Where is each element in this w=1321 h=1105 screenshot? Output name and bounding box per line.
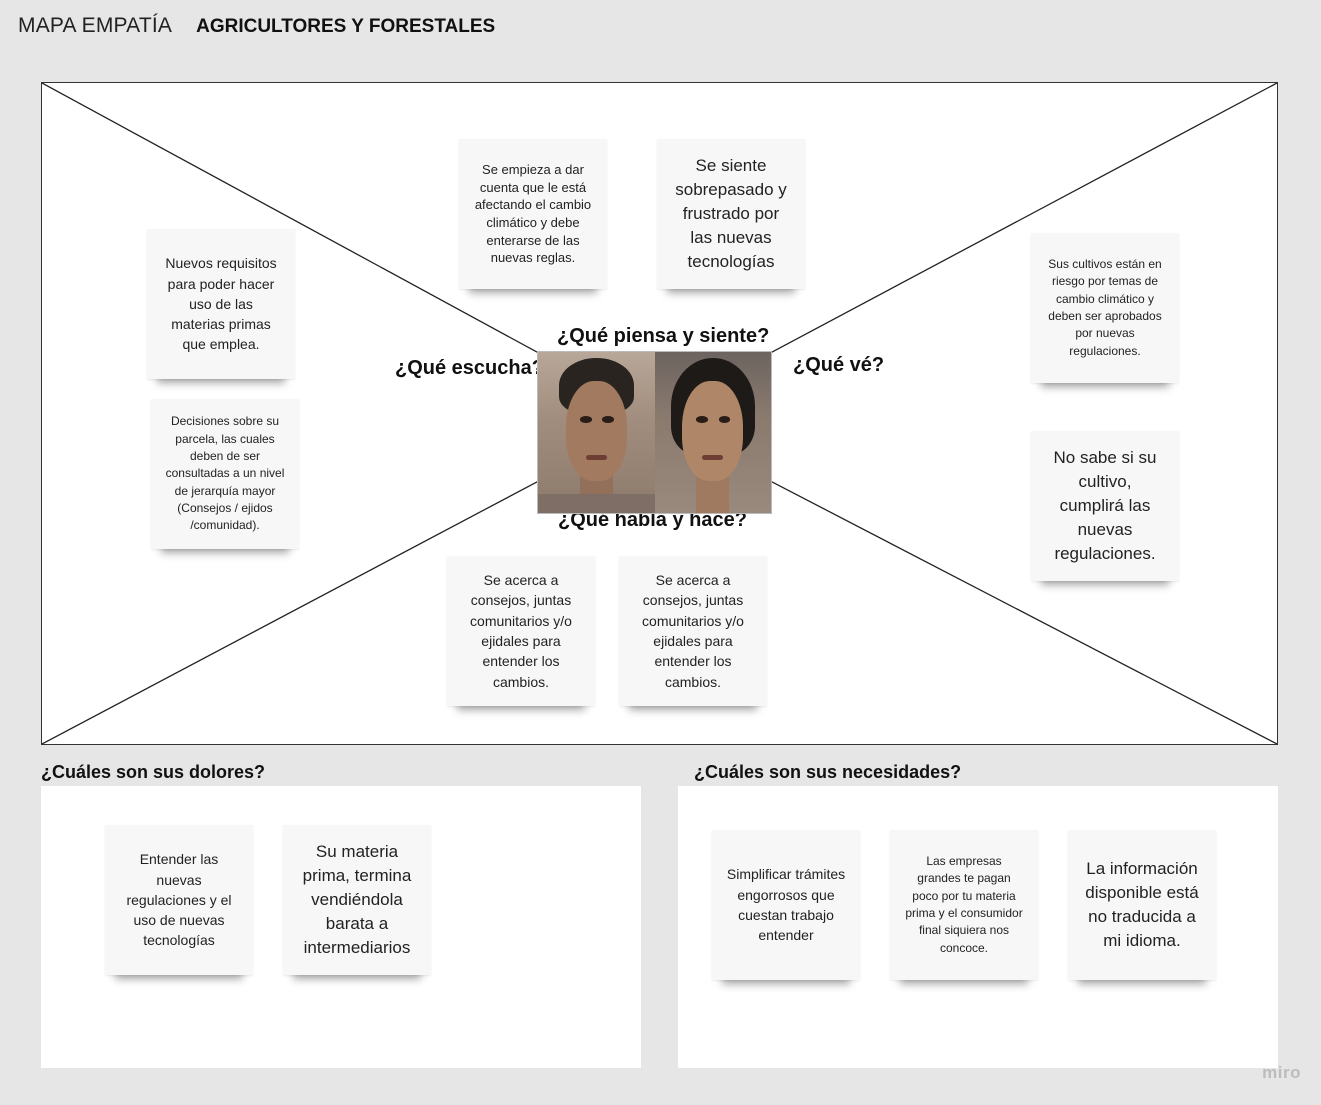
- sticky-note-thinks-1[interactable]: Se empieza a dar cuenta que le está afec…: [459, 139, 607, 289]
- label-says-does: ¿Qué habla y hace?: [556, 509, 749, 532]
- sticky-note-need-2[interactable]: Las empresas grandes te pagan poco por t…: [890, 830, 1038, 980]
- page-title: MAPA EMPATÍA AGRICULTORES Y FORESTALES: [18, 14, 495, 38]
- label-hears: ¿Qué escucha?: [393, 357, 546, 380]
- pains-label: ¿Cuáles son sus dolores?: [41, 762, 266, 782]
- diagonal-lines: [42, 83, 1277, 744]
- label-thinks-feels: ¿Qué piensa y siente?: [555, 325, 772, 348]
- sticky-note-hears-1[interactable]: Nuevos requisitos para poder hacer uso d…: [147, 229, 295, 379]
- needs-label: ¿Cuáles son sus necesidades?: [694, 762, 962, 782]
- sticky-note-thinks-2[interactable]: Se siente sobrepasado y frustrado por la…: [657, 139, 805, 289]
- persona-man-image: [538, 352, 655, 513]
- sticky-note-hears-2[interactable]: Decisiones sobre su parcela, las cuales …: [151, 399, 299, 549]
- diagonal-top-right: [771, 83, 1277, 353]
- diagonal-bottom-right: [771, 481, 1277, 744]
- sticky-note-need-1[interactable]: Simplificar trámites engorrosos que cues…: [712, 830, 860, 980]
- sticky-note-says-1[interactable]: Se acerca a consejos, juntas comunitario…: [447, 556, 595, 706]
- map-title: MAPA EMPATÍA: [18, 14, 173, 37]
- sticky-note-pain-2[interactable]: Su materia prima, termina vendiéndola ba…: [283, 825, 431, 975]
- sticky-note-sees-2[interactable]: No sabe si su cultivo, cumplirá las nuev…: [1031, 431, 1179, 581]
- miro-logo: miro: [1262, 1063, 1301, 1082]
- persona-woman-image: [654, 352, 771, 513]
- sticky-note-sees-1[interactable]: Sus cultivos están en riesgo por temas d…: [1031, 233, 1179, 383]
- persona-photo: [537, 351, 772, 514]
- diagonal-bottom-left: [42, 481, 538, 744]
- diagonal-top-left: [42, 83, 538, 353]
- sticky-note-pain-1[interactable]: Entender las nuevas regulaciones y el us…: [105, 825, 253, 975]
- sticky-note-says-2[interactable]: Se acerca a consejos, juntas comunitario…: [619, 556, 767, 706]
- sticky-note-need-3[interactable]: La información disponible está no traduc…: [1068, 830, 1216, 980]
- label-sees: ¿Qué vé?: [791, 354, 887, 377]
- map-subtitle: AGRICULTORES Y FORESTALES: [196, 16, 496, 37]
